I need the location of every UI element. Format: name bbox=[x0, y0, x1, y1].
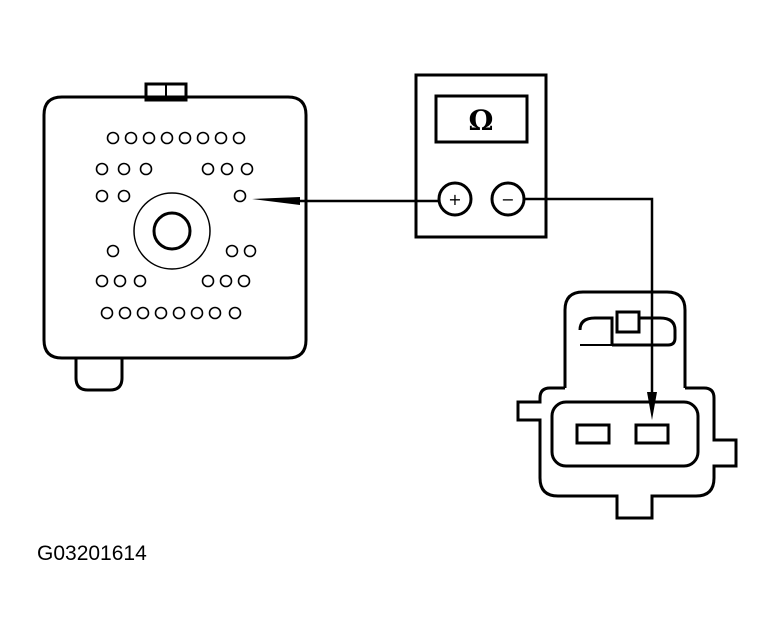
connector-pin bbox=[243, 244, 257, 258]
ohmmeter: Ω + − bbox=[414, 73, 548, 239]
connector-pin bbox=[237, 274, 251, 288]
connector-pin bbox=[208, 306, 222, 320]
connector-pin bbox=[220, 162, 234, 176]
negative-lead bbox=[524, 197, 654, 392]
connector-pin bbox=[117, 189, 131, 203]
ohm-symbol: Ω bbox=[469, 104, 494, 137]
module-connector bbox=[42, 82, 308, 392]
positive-terminal[interactable] bbox=[437, 181, 473, 217]
connector-pin bbox=[139, 162, 153, 176]
positive-terminal-label: + bbox=[448, 190, 461, 209]
connector-pin bbox=[178, 131, 192, 145]
connector-pin bbox=[190, 306, 204, 320]
figure-reference-code: G03201614 bbox=[37, 542, 147, 565]
connector-pin bbox=[142, 131, 156, 145]
connector-pin bbox=[117, 162, 131, 176]
connector-pin bbox=[95, 162, 109, 176]
connector-pin bbox=[240, 162, 254, 176]
connector-pin bbox=[95, 274, 109, 288]
sensor-connector bbox=[516, 290, 738, 520]
connector-pin bbox=[232, 131, 246, 145]
connector-pin bbox=[172, 306, 186, 320]
sensor-terminal-1 bbox=[575, 423, 611, 445]
connector-pin bbox=[214, 131, 228, 145]
connector-pin bbox=[160, 131, 174, 145]
connector-pin bbox=[106, 131, 120, 145]
connector-pin bbox=[124, 131, 138, 145]
connector-pins bbox=[95, 131, 257, 320]
meter-display bbox=[434, 94, 529, 144]
connector-pin bbox=[201, 274, 215, 288]
connector-pin bbox=[196, 131, 210, 145]
negative-probe bbox=[647, 392, 657, 420]
connector-pin bbox=[133, 274, 147, 288]
connector-pin bbox=[136, 306, 150, 320]
connector-pin bbox=[154, 306, 168, 320]
connector-pin bbox=[118, 306, 132, 320]
connector-pin bbox=[228, 306, 242, 320]
sensor-terminal-2 bbox=[634, 423, 670, 445]
negative-terminal-label: − bbox=[501, 190, 514, 209]
connector-pin bbox=[113, 274, 127, 288]
connector-pin bbox=[106, 244, 120, 258]
connector-pin bbox=[225, 244, 239, 258]
connector-pin bbox=[95, 189, 109, 203]
positive-probe bbox=[252, 197, 300, 205]
test-leads bbox=[252, 197, 657, 420]
connector-pin bbox=[201, 162, 215, 176]
connector-pin bbox=[100, 306, 114, 320]
connector-pin bbox=[233, 189, 247, 203]
connector-pin bbox=[219, 274, 233, 288]
